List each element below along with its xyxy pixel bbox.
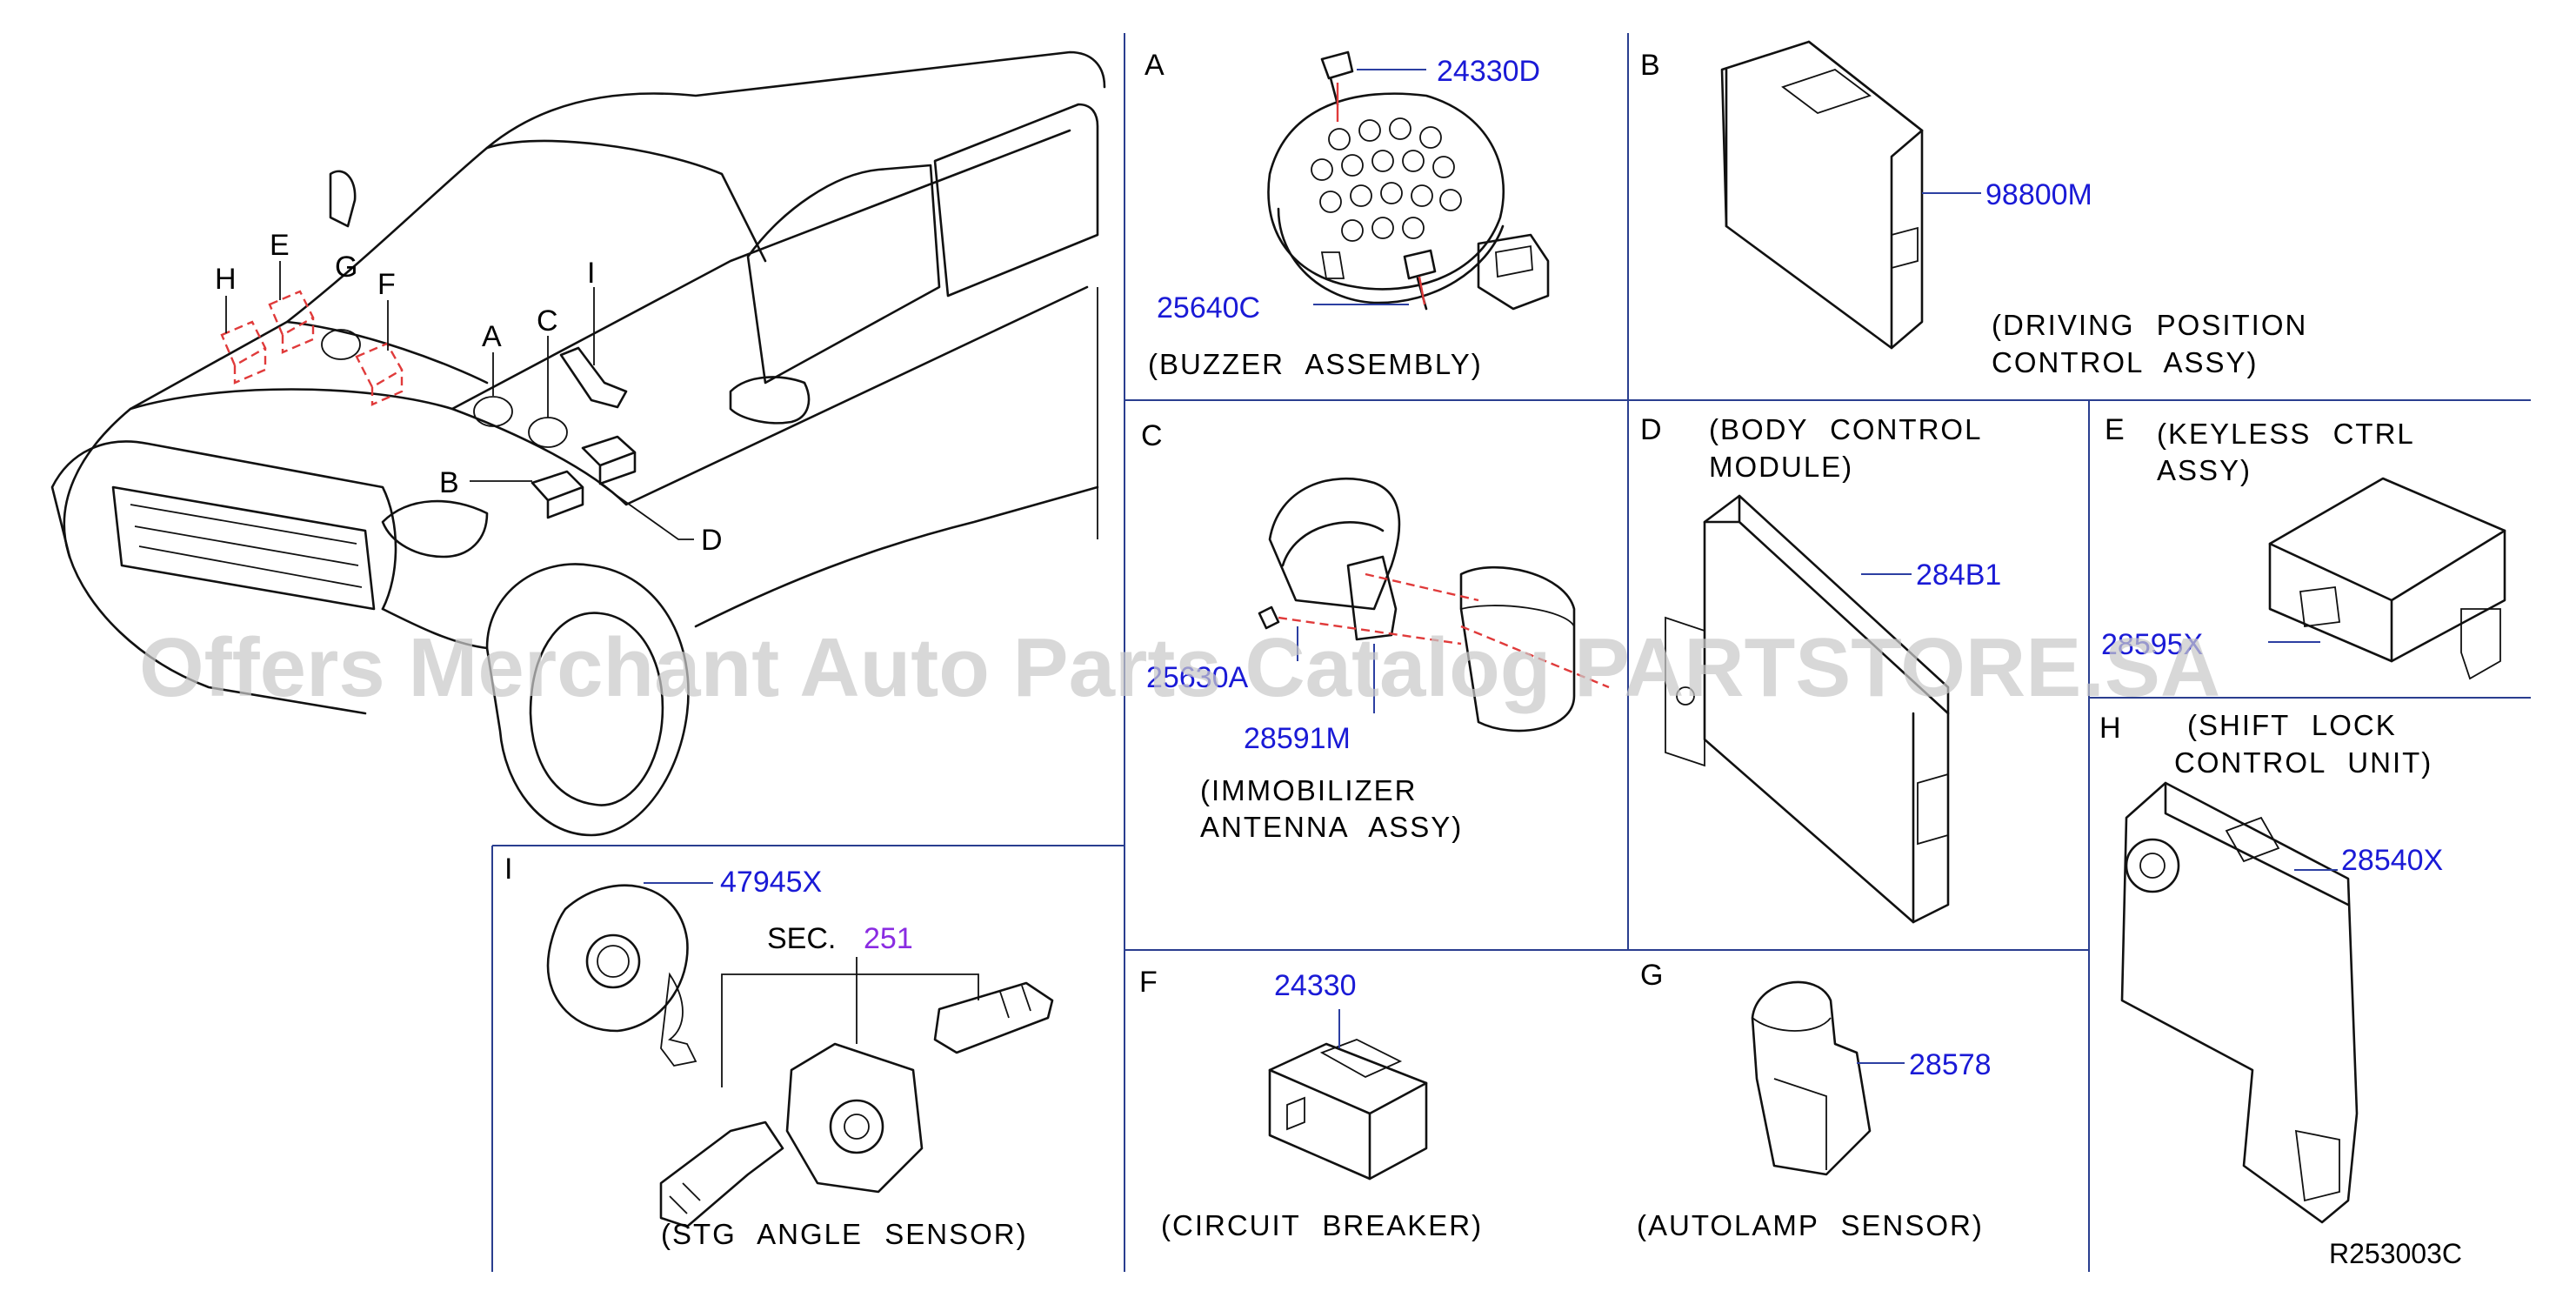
caption-bcm-2: MODULE) bbox=[1709, 451, 1853, 483]
marker-d-box bbox=[581, 435, 637, 485]
caption-keyless-2: ASSY) bbox=[2157, 454, 2252, 486]
panel-c: C 25630A 28591M (IMMOBILIZER ANTENNA ASS… bbox=[1141, 419, 1610, 843]
vehicle-label-h: H bbox=[215, 263, 237, 296]
marker-f-box bbox=[355, 342, 404, 406]
vehicle-label-a: A bbox=[482, 320, 502, 353]
marker-h-box bbox=[220, 320, 267, 385]
panel-g-letter: G bbox=[1640, 959, 1663, 992]
panel-a-letter: A bbox=[1145, 49, 1165, 82]
panel-f: F 24330 (CIRCUIT BREAKER) bbox=[1139, 966, 1483, 1241]
part-28591m[interactable]: 28591M bbox=[1244, 722, 1351, 755]
caption-immobilizer-2: ANTENNA ASSY) bbox=[1200, 811, 1463, 843]
part-28578[interactable]: 28578 bbox=[1909, 1048, 1992, 1081]
panel-i-letter: I bbox=[504, 853, 512, 886]
caption-immobilizer-1: (IMMOBILIZER bbox=[1200, 774, 1418, 806]
ignition-cylinder bbox=[1459, 565, 1576, 732]
vehicle-label-i: I bbox=[587, 257, 595, 290]
marker-i-stalk bbox=[559, 346, 628, 409]
panel-a: A 24330D 25640C (BUZZER ASSEMBLY) bbox=[1145, 49, 1550, 380]
autolamp-sensor-body bbox=[1751, 980, 1872, 1176]
screw-24330d bbox=[1320, 50, 1354, 106]
part-25640c[interactable]: 25640C bbox=[1157, 291, 1260, 324]
vehicle-label-g: G bbox=[335, 251, 357, 284]
caption-keyless-1: (KEYLESS CTRL bbox=[2157, 418, 2415, 450]
marker-e-box bbox=[268, 290, 315, 354]
vehicle-label-f: F bbox=[377, 268, 396, 301]
combination-switch-body bbox=[785, 1042, 924, 1194]
caption-autolamp-sensor: (AUTOLAMP SENSOR) bbox=[1637, 1209, 1984, 1241]
part-28595x[interactable]: 28595X bbox=[2101, 628, 2203, 661]
buzzer-connector bbox=[1477, 233, 1550, 311]
panel-grid bbox=[491, 33, 2531, 1272]
panel-c-letter: C bbox=[1141, 419, 1163, 452]
screw-25630a bbox=[1258, 605, 1280, 630]
part-284b1[interactable]: 284B1 bbox=[1916, 559, 2001, 592]
caption-shift-lock-1: (SHIFT LOCK bbox=[2187, 709, 2397, 741]
antenna-ring bbox=[1268, 477, 1401, 611]
sec-number-251[interactable]: 251 bbox=[864, 922, 913, 955]
panel-h: H (SHIFT LOCK CONTROL UNIT) 28540X R2530… bbox=[2099, 709, 2462, 1269]
part-24330d[interactable]: 24330D bbox=[1437, 55, 1540, 88]
marker-b-box bbox=[531, 470, 584, 519]
panel-d: D (BODY CONTROL MODULE) 284B1 bbox=[1640, 413, 2001, 924]
panel-g: G 28578 (AUTOLAMP SENSOR) bbox=[1637, 959, 1992, 1241]
caption-shift-lock-2: CONTROL UNIT) bbox=[2174, 746, 2433, 779]
reference-code: R253003C bbox=[2329, 1238, 2462, 1269]
shift-lock-unit-body bbox=[2120, 781, 2359, 1224]
vehicle-label-b: B bbox=[439, 466, 459, 499]
panel-h-letter: H bbox=[2099, 712, 2121, 745]
panel-b-letter: B bbox=[1640, 49, 1660, 82]
watermark-text: Offers Merchant Auto Parts Catalog PARTS… bbox=[139, 621, 2220, 714]
part-28540x[interactable]: 28540X bbox=[2341, 844, 2443, 877]
panel-b: B 98800M (DRIVING POSITION CONTROL ASSY) bbox=[1640, 40, 2307, 378]
panel-i: I 47945X SEC. 251 (STG ANGLE SENSOR) bbox=[504, 853, 1054, 1250]
angle-sensor-ring bbox=[546, 884, 689, 1033]
vehicle-component-markers bbox=[220, 261, 694, 540]
wiper-switch-stalk bbox=[933, 981, 1054, 1054]
vehicle-outline bbox=[50, 50, 1106, 837]
caption-driving-position-1: (DRIVING POSITION bbox=[1992, 309, 2307, 341]
part-24330[interactable]: 24330 bbox=[1274, 969, 1357, 1002]
keyless-module-body bbox=[2268, 477, 2506, 663]
vehicle-label-c: C bbox=[537, 304, 558, 338]
lighting-switch-stalk bbox=[659, 1120, 784, 1228]
panel-e: E (KEYLESS CTRL ASSY) 28595X bbox=[2101, 413, 2506, 680]
panel-e-letter: E bbox=[2105, 413, 2125, 446]
part-25630a[interactable]: 25630A bbox=[1146, 661, 1249, 694]
marker-c-circle bbox=[528, 417, 568, 448]
caption-bcm-1: (BODY CONTROL bbox=[1709, 413, 1982, 445]
marker-g-circle bbox=[321, 329, 361, 360]
buzzer-body bbox=[1267, 92, 1505, 291]
vehicle-label-d: D bbox=[701, 524, 723, 557]
sec-label: SEC. bbox=[767, 922, 836, 955]
buzzer-holes bbox=[1311, 117, 1462, 242]
circuit-breaker-body bbox=[1268, 1042, 1428, 1181]
part-98800m[interactable]: 98800M bbox=[1985, 178, 2092, 211]
caption-buzzer-assembly: (BUZZER ASSEMBLY) bbox=[1148, 348, 1483, 380]
caption-stg-angle-sensor: (STG ANGLE SENSOR) bbox=[661, 1218, 1028, 1250]
caption-driving-position-2: CONTROL ASSY) bbox=[1992, 346, 2259, 378]
vehicle-label-e: E bbox=[270, 229, 290, 262]
caption-circuit-breaker: (CIRCUIT BREAKER) bbox=[1161, 1209, 1483, 1241]
part-47945x[interactable]: 47945X bbox=[720, 866, 822, 899]
marker-a-circle bbox=[473, 396, 513, 427]
vehicle-labels: H E G F A C I B D bbox=[215, 229, 723, 557]
panel-f-letter: F bbox=[1139, 966, 1158, 999]
panel-d-letter: D bbox=[1640, 413, 1662, 446]
